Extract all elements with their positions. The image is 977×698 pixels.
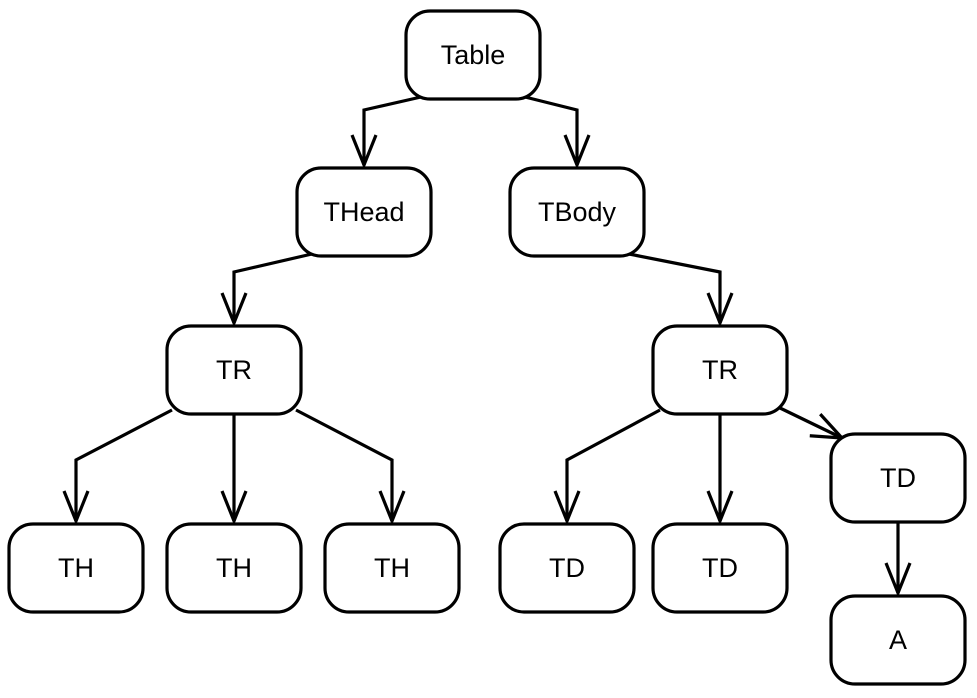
node-label: TR (216, 355, 252, 385)
arrow-head-icon (706, 490, 734, 526)
edge-tr-head-to-th-3 (295, 408, 406, 526)
node-table: Table (404, 9, 542, 101)
node-a: A (829, 594, 967, 686)
node-label: TH (216, 553, 252, 583)
node-tr-head: TR (165, 324, 303, 416)
node-label: TD (702, 553, 738, 583)
node-th-3: TH (323, 522, 461, 614)
arrow-head-icon (220, 292, 248, 328)
node-tbody: TBody (508, 166, 646, 258)
arrow-head-icon (563, 134, 591, 170)
edge-tbody-to-tr-body (628, 252, 734, 328)
edge-table-to-thead (350, 95, 422, 170)
node-box (508, 166, 646, 258)
node-label: TBody (538, 197, 617, 227)
arrow-head-icon (553, 490, 581, 526)
node-label: TD (549, 553, 585, 583)
edge-td-3-to-a (884, 522, 912, 598)
edge-line (362, 95, 422, 165)
arrow-head-icon (378, 490, 406, 526)
edge-tr-head-to-th-2 (220, 414, 248, 526)
node-box (498, 522, 636, 614)
node-th-2: TH (165, 522, 303, 614)
node-box (323, 522, 461, 614)
arrow-head-icon (350, 134, 378, 170)
node-box (165, 522, 303, 614)
node-label: A (889, 625, 907, 655)
node-box (165, 324, 303, 416)
node-box (7, 522, 145, 614)
node-tr-body: TR (651, 324, 789, 416)
node-label: TD (880, 463, 916, 493)
edge-tr-body-to-td-1 (553, 408, 661, 526)
edge-line (295, 408, 394, 521)
node-label: TH (374, 553, 410, 583)
node-box (295, 166, 433, 258)
edge-tr-body-to-td-2 (706, 414, 734, 526)
edge-tr-head-to-th-1 (62, 408, 173, 526)
edge-table-to-tbody (524, 95, 591, 170)
edge-line (232, 252, 313, 323)
node-thead: THead (295, 166, 433, 258)
edge-line (524, 95, 579, 165)
edge-line (565, 408, 661, 521)
arrow-head-icon (220, 490, 248, 526)
edge-tr-body-to-td-3 (779, 406, 846, 440)
node-label: THead (323, 197, 404, 227)
arrow-head-icon (706, 292, 734, 328)
arrow-head-icon (62, 490, 90, 526)
node-label: Table (441, 40, 506, 70)
node-td-2: TD (651, 522, 789, 614)
node-box (651, 324, 789, 416)
edge-thead-to-tr-head (220, 252, 313, 328)
node-label: TR (702, 355, 738, 385)
edges-layer (62, 95, 912, 598)
arrow-head-icon (884, 562, 912, 598)
node-th-1: TH (7, 522, 145, 614)
node-label: TH (58, 553, 94, 583)
edge-line (628, 252, 722, 323)
node-box (651, 522, 789, 614)
node-td-3: TD (829, 432, 967, 524)
edge-line (779, 406, 843, 440)
edge-line (74, 408, 173, 521)
node-box (404, 9, 542, 101)
node-box (829, 594, 967, 686)
node-box (829, 432, 967, 524)
node-td-1: TD (498, 522, 636, 614)
